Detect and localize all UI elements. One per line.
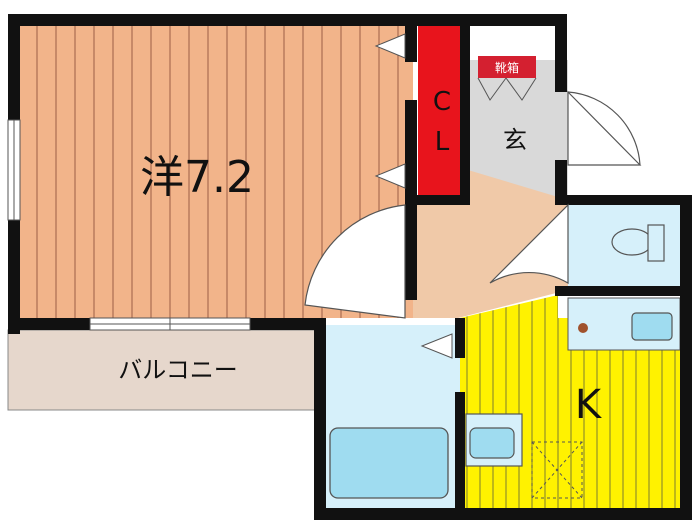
wash-basin <box>469 427 515 459</box>
stove-burner <box>578 323 588 333</box>
balcony-label: バルコニー <box>118 356 238 384</box>
door-toilet <box>489 203 569 285</box>
entrance-label: 玄 <box>503 126 527 154</box>
fridge-space <box>531 441 583 499</box>
closet <box>418 26 466 198</box>
balcony-area <box>7 329 323 411</box>
shoe-cabinet <box>478 56 536 78</box>
closet-label-c: C <box>433 87 451 117</box>
door-entrance <box>567 90 642 166</box>
kitchen-label: K <box>575 382 603 428</box>
bathtub <box>329 427 449 499</box>
closet-hinge-top <box>374 33 406 59</box>
closet-hinge-bottom <box>374 163 406 189</box>
hall-floor <box>413 170 568 318</box>
door-western <box>304 204 406 319</box>
kitchen-sink <box>631 312 673 341</box>
shoe-cabinet-label: 靴箱 <box>495 60 519 75</box>
toilet-fixture <box>611 228 653 256</box>
closet-label-l: L <box>435 127 450 157</box>
washroom-hinge <box>420 333 453 359</box>
western-room-label: 洋7.2 <box>140 152 254 203</box>
